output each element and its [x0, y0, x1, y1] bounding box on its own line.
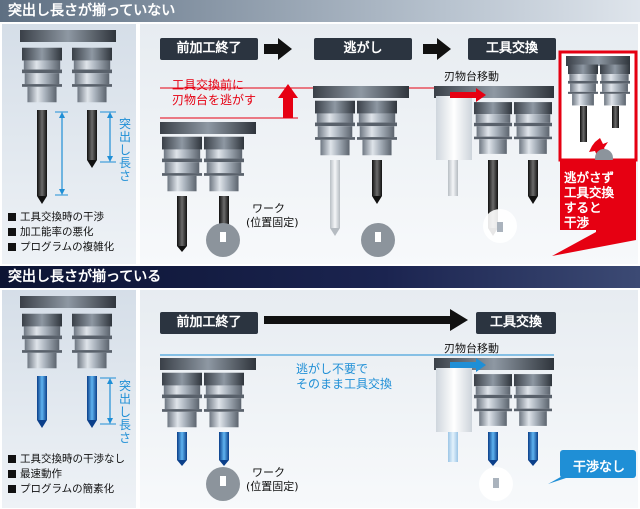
s2-ok-text: 干渉なし [572, 460, 625, 475]
section2-header: 突出し長さが揃っている [0, 266, 640, 288]
s1-bullet-3: プログラムの複雑化 [8, 240, 114, 255]
s1-stage3 [434, 86, 554, 243]
s1-stage1 [160, 122, 256, 257]
s2-bullet-2: 最速動作 [8, 467, 125, 482]
s1-bullets: 工具交換時の干渉 加工能率の悪化 プログラムの複雑化 [8, 210, 114, 255]
s2-stage1 [160, 358, 256, 501]
s2-step-2: 工具交換 [476, 312, 556, 334]
s1-danger-text: 逃がさず 工具交換 すると 干渉 [564, 170, 615, 230]
s1-step-1: 前加工終了 [160, 38, 258, 60]
s2-arrow [264, 309, 468, 331]
s2-stage2 [434, 358, 554, 501]
s2-bullet-3: プログラムの簡素化 [8, 482, 125, 497]
s1-arrow-1 [264, 38, 292, 60]
s1-length-label: 突出し長さ [119, 117, 132, 183]
s2-bullet-1: 工具交換時の干渉なし [8, 452, 125, 467]
s1-left-tools [20, 30, 116, 204]
s2-ok-callout [548, 450, 636, 484]
s1-step-2: 逃がし [314, 38, 412, 60]
s1-bullet-1: 工具交換時の干渉 [8, 210, 114, 225]
s1-move-label: 刃物台移動 [444, 70, 499, 83]
s2-move-label: 刃物台移動 [444, 342, 499, 355]
s1-arrow-2 [423, 38, 451, 60]
s2-left-tools [20, 296, 116, 428]
s1-stage2 [313, 86, 409, 257]
s1-red-note: 工具交換前に 刃物台を逃がす [172, 78, 257, 107]
section1-header: 突出し長さが揃っていない [0, 0, 640, 22]
s2-step-1: 前加工終了 [160, 312, 258, 334]
s2-work-label: ワーク (位置固定) [246, 466, 299, 493]
s2-note: 逃がし不要で そのまま工具交換 [296, 362, 393, 391]
s2-bullets: 工具交換時の干渉なし 最速動作 プログラムの簡素化 [8, 452, 125, 497]
s1-bullet-2: 加工能率の悪化 [8, 225, 114, 240]
s1-danger-box [552, 50, 638, 256]
s1-work-label: ワーク (位置固定) [246, 202, 299, 229]
s1-step-3: 工具交換 [468, 38, 556, 60]
s2-length-label: 突出し長さ [119, 379, 132, 445]
